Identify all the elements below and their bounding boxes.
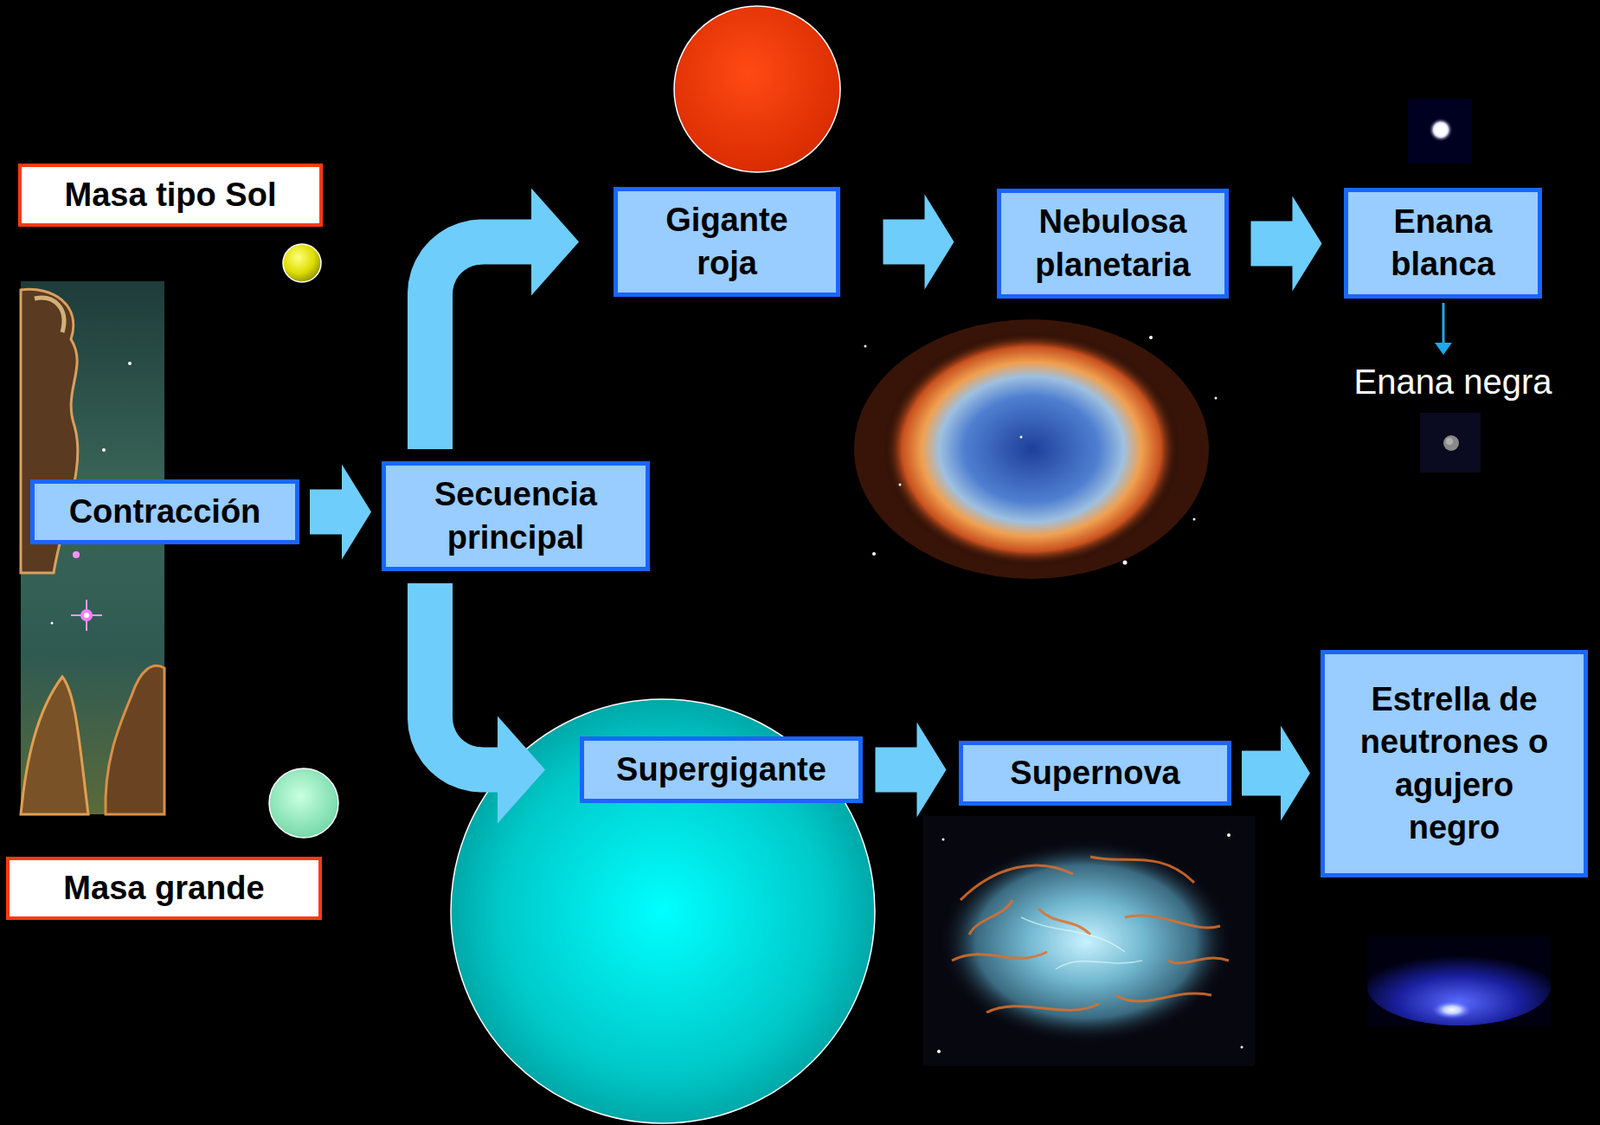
box-text: Supernova [973,751,1217,795]
arrow-shaft [875,747,919,793]
stage-box: Secuencia principal [381,461,650,572]
flow-arrow [430,583,546,824]
arrow-shaft [883,219,927,265]
box-text: Contracción [44,490,285,534]
arrow-shaft [1251,221,1295,267]
red-giant-star [674,6,841,173]
arrow-head [497,716,546,824]
box-text: Estrella de neutrones o agujero negro [1350,678,1558,850]
thin-arrow [1434,302,1453,355]
flow-arrow [309,464,372,560]
arrow-head [531,188,579,296]
neutron-star-image [1367,936,1551,1026]
arrow-head [1292,196,1323,292]
box-text: Enana blanca [1361,200,1525,287]
stage-box: Gigante roja [613,186,841,297]
stage-box: Supernova [958,740,1232,806]
mass-box: Masa grande [6,856,322,920]
stage-box: Contracción [30,479,300,545]
arrow-head [925,194,955,290]
supergiant-star [450,699,875,1124]
box-text: Secuencia principal [403,473,629,560]
arrow-head [1280,726,1311,822]
black-dwarf-image [1420,412,1481,473]
stage-box: Nebulosa planetaria [996,188,1229,299]
arrow-shaft [1241,751,1283,797]
flow-arrow [1241,726,1311,822]
arrow-head [917,722,947,818]
box-text: Masa tipo Sol [30,173,311,217]
stage-label: Enana negra [1349,360,1557,403]
planetary-nebula-image [844,319,1243,582]
stage-box: Supergigante [579,736,863,804]
arrow-head [341,464,372,560]
box-text: Nebulosa planetaria [1027,200,1199,287]
box-text: Masa grande [18,867,310,910]
supernova-image [923,816,1255,1067]
stage-box: Enana blanca [1343,187,1543,299]
mass-box: Masa tipo Sol [18,163,323,227]
arrow-shaft [430,583,500,771]
box-text: Gigante roja [652,199,802,285]
flow-arrow [1251,196,1323,292]
eagle-nebula-image [20,281,165,815]
arrow-shaft [309,489,344,535]
flow-arrow [430,188,579,450]
flow-arrow [875,722,947,818]
arrow-shaft [430,242,534,450]
white-dwarf-image [1407,98,1472,164]
flow-arrow [883,194,955,290]
massive-star [269,768,339,838]
stage-box: Estrella de neutrones o agujero negro [1320,649,1588,878]
sun-star [282,244,322,283]
box-text: Supergigante [594,748,849,791]
